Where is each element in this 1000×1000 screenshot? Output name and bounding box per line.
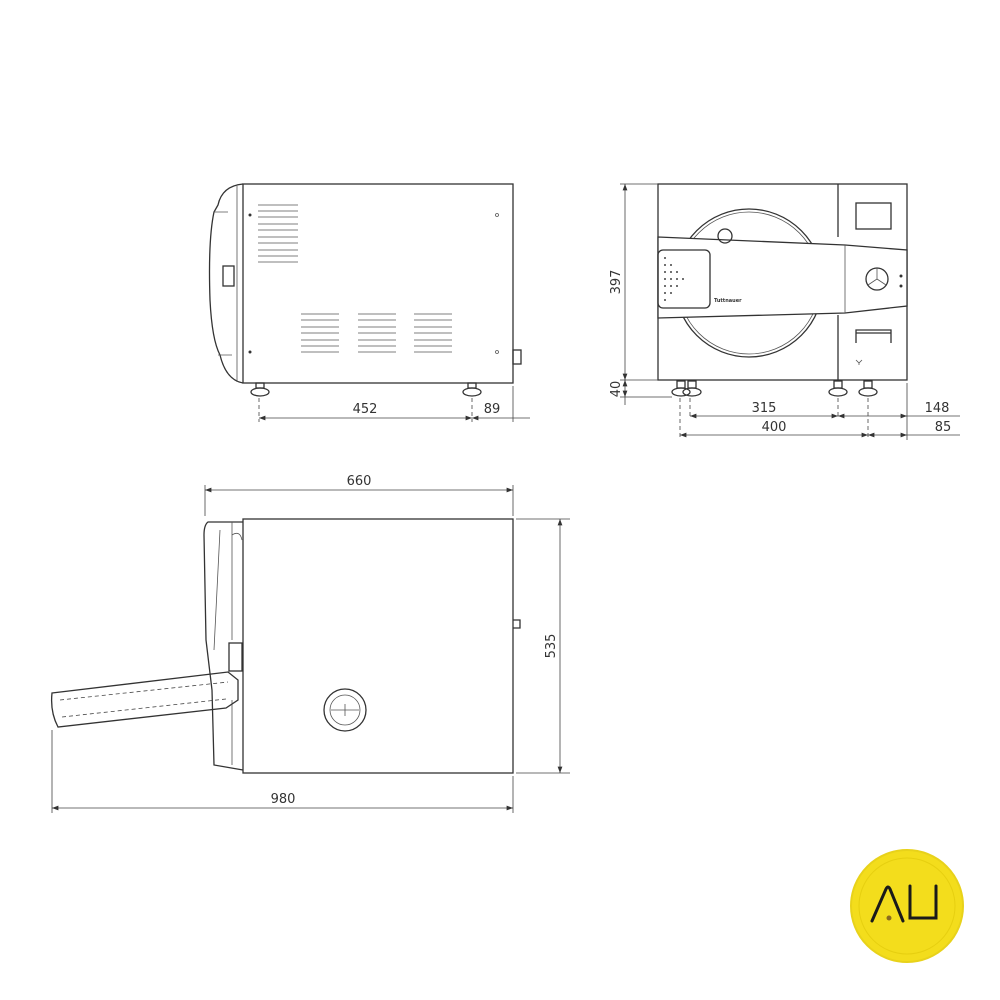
vent-panel xyxy=(657,249,711,309)
dim-depth: 660 xyxy=(347,474,372,489)
top-view: 660 535 980 xyxy=(50,474,570,813)
dim-foot-spacing: 452 xyxy=(353,402,378,417)
top-body xyxy=(242,518,514,774)
door-handle-open xyxy=(50,671,239,728)
dim-depth-door-open: 980 xyxy=(271,792,296,807)
door-handle-band xyxy=(657,236,908,319)
rear-connector xyxy=(512,349,522,365)
front-feet xyxy=(671,380,878,397)
pressure-knob xyxy=(717,228,733,244)
dim-width: 535 xyxy=(544,634,559,659)
vent-grille-bottom xyxy=(301,313,452,353)
printer-slot xyxy=(855,329,892,343)
side-door-profile xyxy=(208,183,244,384)
side-view: 452 89 xyxy=(208,183,530,422)
au-logo xyxy=(850,849,964,963)
vent-dots xyxy=(664,257,684,301)
foot-left xyxy=(250,382,270,397)
dim-right-offset-inner: 148 xyxy=(925,401,950,416)
vent-grille-top xyxy=(258,204,298,263)
foot-right xyxy=(462,382,482,397)
dim-foot-spacing-outer: 400 xyxy=(762,420,787,435)
dim-foot-spacing-inner: 315 xyxy=(752,401,777,416)
top-door-panel xyxy=(203,521,244,771)
switch-icon xyxy=(222,265,235,287)
top-port xyxy=(323,688,367,732)
dim-foot-height: 40 xyxy=(609,381,624,398)
front-view: Tuttnauer 397 40 315 148 400 85 xyxy=(609,183,960,440)
brand-label: Tuttnauer xyxy=(714,298,742,304)
display-screen xyxy=(855,202,892,230)
side-body xyxy=(242,183,514,384)
dim-right-offset-outer: 85 xyxy=(935,420,952,435)
dim-height: 397 xyxy=(609,270,624,295)
dim-rear-overhang: 89 xyxy=(484,402,501,417)
